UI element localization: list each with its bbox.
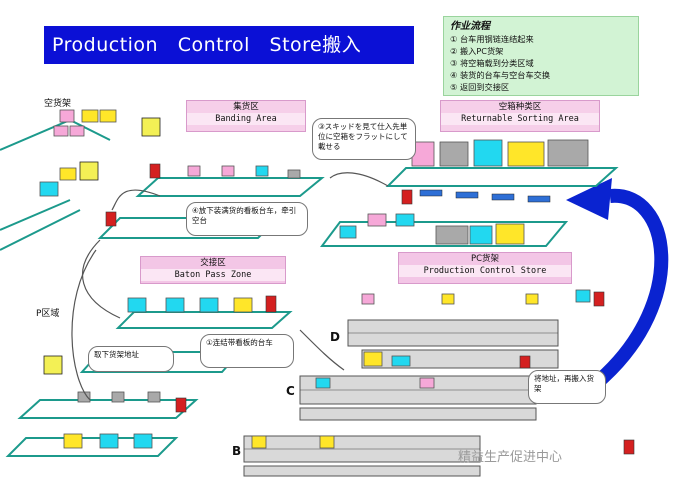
sorting-dollies	[419, 189, 551, 203]
zone-baton-cn: 交接区	[200, 258, 226, 268]
zone-pc-store: PC货架 Production Control Store	[398, 252, 572, 284]
row-d-label: D	[330, 330, 340, 344]
note-unload: ④放下装满货的看板台车，牵引空台	[186, 202, 308, 236]
zone-returnable-sorting: 空箱种类区 Returnable Sorting Area	[440, 100, 600, 132]
zone-pc-en: Production Control Store	[399, 265, 571, 277]
p-zone-label: P区域	[36, 309, 60, 319]
return-arrow	[595, 188, 669, 386]
workflow-heading: 作业流程	[450, 21, 490, 32]
note-unload-tail: 牵引空台	[192, 206, 297, 225]
tug-carts	[105, 163, 635, 455]
note-address: 将地址，再搬入货架	[528, 370, 606, 404]
note-partial: 取下货架地址	[88, 346, 174, 372]
note-unload-text: ④放下装满货的看板台车，	[192, 206, 282, 215]
forklifts	[43, 117, 161, 375]
flow-arrows	[71, 172, 389, 401]
cargo-boxes	[39, 109, 591, 449]
row-c-label: C	[286, 384, 295, 398]
return-arrowhead	[566, 178, 612, 220]
workflow-panel: 作业流程 ① 台车用钢链连结起来 ② 搬入PC货架 ③ 将空箱载到分类区域 ④ …	[443, 16, 639, 96]
zone-banding-cn: 集货区	[233, 102, 259, 112]
banding-conveyor	[135, 177, 325, 197]
zone-banding-en: Banding Area	[187, 113, 305, 125]
empty-rack-label: 空货架	[44, 99, 72, 109]
zone-returnable-cn: 空箱种类区	[498, 102, 542, 112]
note-chain: ①连结带看板的台车	[200, 334, 294, 368]
zone-baton-pass: 交接区 Baton Pass Zone	[140, 256, 286, 284]
workflow-step-3: ③ 将空箱载到分类区域	[450, 58, 534, 68]
workflow-step-5: ⑤ 返回到交接区	[450, 82, 510, 92]
p-zone-conveyor-2	[17, 399, 199, 419]
zone-pc-cn: PC货架	[470, 254, 500, 264]
zone-baton-en: Baton Pass Zone	[141, 269, 285, 281]
row-b-label: B	[232, 444, 242, 458]
watermark: 精益生产促进中心	[458, 450, 563, 465]
note-skid: ③スキッドを見て仕入先単位に空箱をフラットにして載せる	[312, 118, 416, 160]
zone-banding-area: 集货区 Banding Area	[186, 100, 306, 132]
page-title: Production Control Store搬入	[44, 26, 414, 64]
workflow-step-4: ④ 装货的台车与空台车交换	[450, 70, 551, 80]
sorting-conveyor-top	[385, 167, 619, 187]
workflow-step-1: ① 台车用钢链连结起来	[450, 34, 534, 44]
baton-conveyor	[115, 311, 293, 329]
workflow-step-2: ② 搬入PC货架	[450, 46, 504, 56]
zone-returnable-en: Returnable Sorting Area	[441, 113, 599, 125]
